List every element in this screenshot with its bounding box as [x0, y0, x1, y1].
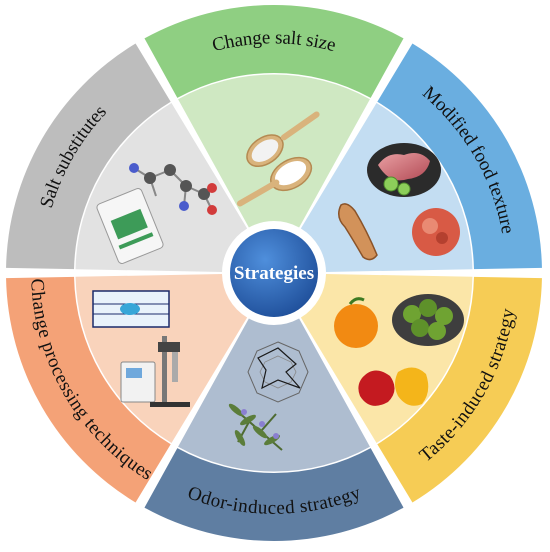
rosemary-and-radar-chart-icon [228, 341, 309, 451]
segment-outer-salt-substitutes [6, 43, 171, 270]
center-circle [230, 229, 318, 317]
processing-equipment-icon [92, 290, 190, 407]
molecule-and-salt-bag-icon [96, 163, 217, 264]
center-label: Strategies [234, 263, 314, 284]
segment-outer-taste-induced [377, 276, 542, 503]
segment-inner-odor-induced [178, 318, 370, 472]
fruits-and-vegetables-icon [334, 294, 464, 406]
salt-spoons-icon [236, 111, 320, 207]
segment-outer-processing [6, 276, 171, 503]
segment-outer-food-texture [377, 43, 542, 270]
meat-and-sausage-icon [338, 143, 460, 261]
segment-outer-salt-size [144, 5, 404, 98]
segment-outer-odor-induced [144, 448, 404, 542]
